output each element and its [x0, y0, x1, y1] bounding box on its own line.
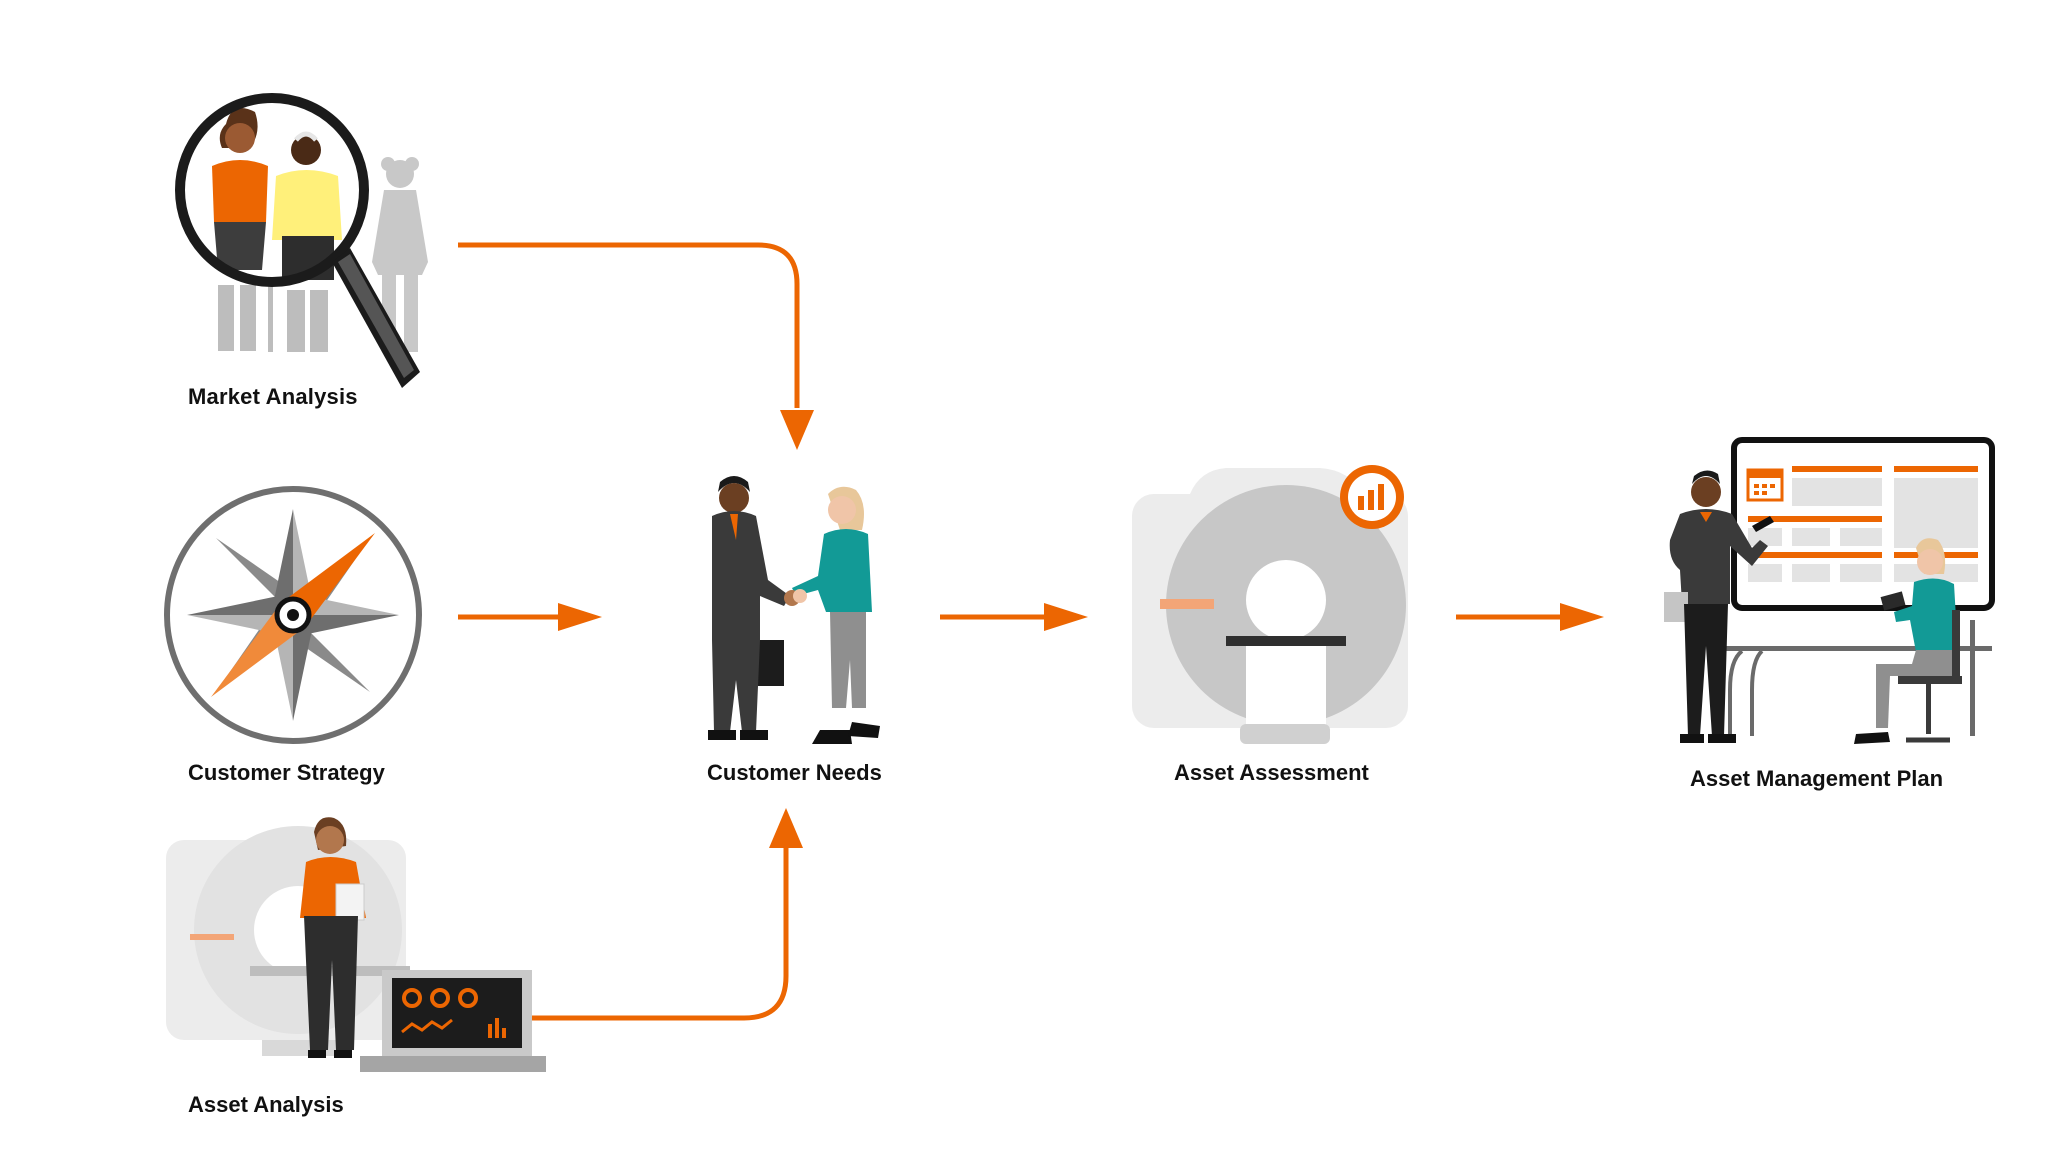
woman-tablet-figure — [300, 817, 366, 1058]
step-label-customer-strategy: Customer Strategy — [188, 760, 386, 785]
connector-assessment-to-plan — [1456, 603, 1604, 631]
step-label-asset-assessment: Asset Assessment — [1174, 760, 1370, 785]
woman-orange-figure — [212, 108, 268, 270]
chart-badge-icon — [1340, 465, 1404, 529]
step-label-market-analysis: Market Analysis — [188, 384, 358, 409]
handshake-icon — [708, 476, 880, 744]
seated-woman-figure — [1854, 538, 1962, 744]
businessman-figure — [708, 476, 790, 740]
connector-needs-to-assessment — [940, 603, 1088, 631]
calendar-icon — [1746, 468, 1784, 502]
presenter-figure — [1664, 470, 1774, 743]
scanner-with-monitor-icon — [166, 817, 546, 1072]
businesswoman-figure — [792, 486, 880, 744]
gray-legs — [218, 250, 328, 352]
step-label-asset-analysis: Asset Analysis — [188, 1092, 344, 1117]
planning-board-meeting-icon — [1664, 437, 1995, 744]
step-label-asset-management-plan: Asset Management Plan — [1690, 766, 1943, 791]
step-label-customer-needs: Customer Needs — [707, 760, 882, 785]
connector-strategy-to-needs — [458, 603, 602, 631]
man-yellow-figure — [272, 131, 342, 280]
compass-icon — [164, 486, 422, 744]
monitor-icon — [360, 970, 546, 1072]
magnifier-over-people-icon — [175, 93, 428, 388]
connector-asset-analysis-to-needs — [528, 808, 803, 1021]
connector-market-to-needs — [458, 242, 814, 450]
scanner-with-chart-badge-icon — [1132, 465, 1408, 744]
